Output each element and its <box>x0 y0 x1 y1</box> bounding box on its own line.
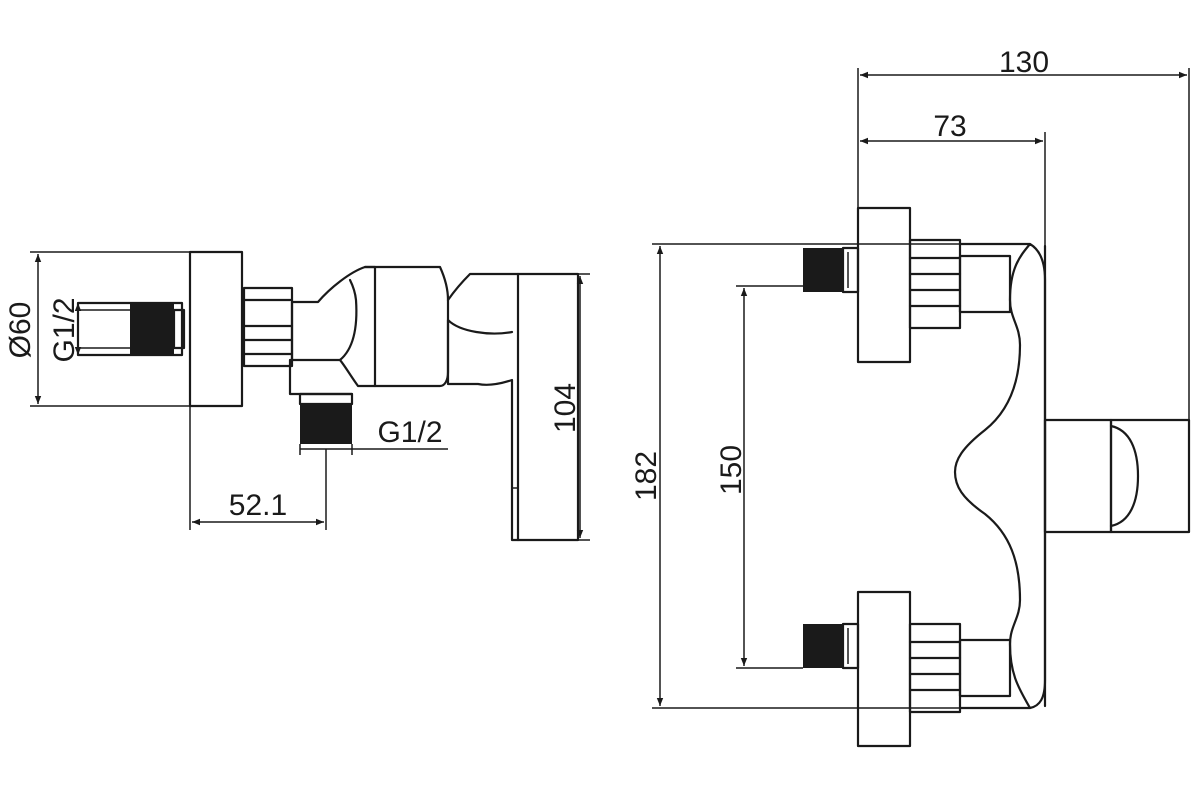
front-lower-inlet <box>803 590 1012 748</box>
dim-diameter <box>30 251 190 407</box>
side-body-contour <box>338 278 358 362</box>
dim-inlet-thread-label: G1/2 <box>48 297 81 362</box>
side-mixer-body <box>288 265 450 396</box>
dim-overall-depth <box>857 68 1190 420</box>
dim-depth-label: 52.1 <box>229 489 287 522</box>
dim-depth <box>189 406 327 530</box>
dim-diameter-label: Ø60 <box>4 302 37 359</box>
dim-overall-height-label: 182 <box>630 451 663 501</box>
dim-outlet-thread <box>299 444 448 455</box>
dim-height <box>576 273 590 541</box>
side-lever-handle <box>446 272 580 542</box>
side-view: Ø60 G1/2 G1/2 52.1 104 <box>4 250 590 542</box>
dim-eccentric-depth <box>860 132 1046 246</box>
side-body-ring <box>363 265 377 388</box>
dim-height-label: 104 <box>549 383 582 433</box>
dim-outlet-thread-label: G1/2 <box>377 416 442 449</box>
side-inlet-eccentric <box>76 301 186 357</box>
dim-centers-label: 150 <box>715 445 748 495</box>
front-handle <box>1043 418 1191 534</box>
side-wall-flange <box>188 250 244 408</box>
front-upper-inlet <box>803 206 1012 364</box>
front-view: 130 73 182 150 <box>630 46 1191 748</box>
dim-eccentric-depth-label: 73 <box>933 110 966 143</box>
dim-overall-height <box>652 243 960 709</box>
side-union-nut <box>242 286 294 368</box>
dim-centers <box>736 285 803 669</box>
dim-overall-depth-label: 130 <box>999 46 1049 79</box>
side-bottom-outlet <box>298 392 354 444</box>
front-mixer-body <box>953 242 1047 710</box>
